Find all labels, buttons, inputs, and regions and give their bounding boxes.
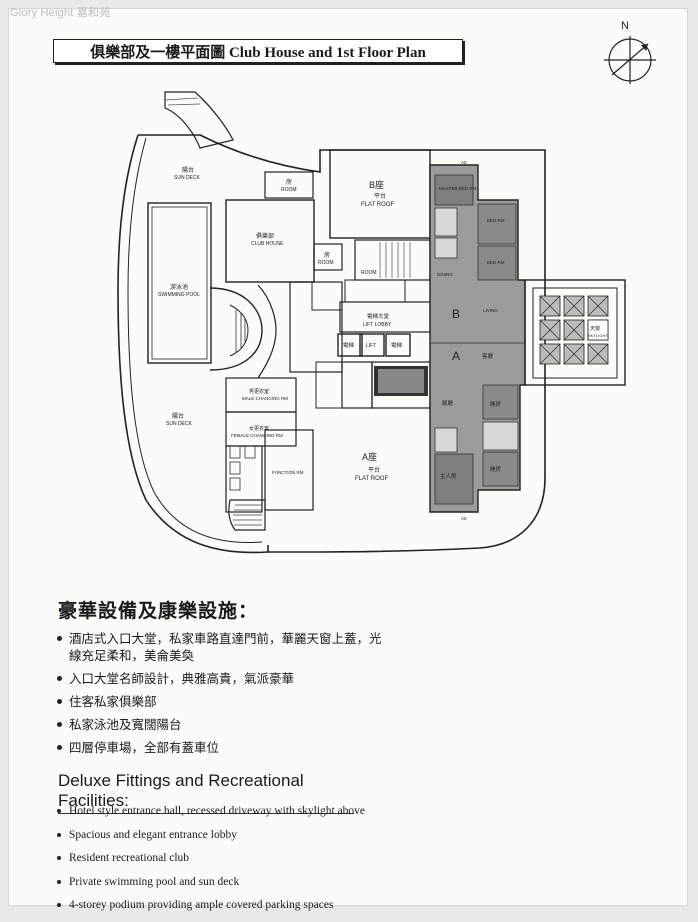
- pool-zh: 游泳池: [170, 283, 188, 291]
- brochure-page: [8, 8, 688, 906]
- flat-roof-b-zh: 平台: [374, 192, 386, 200]
- pool-en: SWIMMING POOL: [158, 292, 200, 298]
- a-dining-label: 飯廳: [442, 399, 454, 407]
- club-house-en: CLUB HOUSE: [251, 241, 284, 247]
- female-changing-zh: 女更衣室: [249, 425, 269, 432]
- list-item: Hotel style entrance hall, recessed driv…: [55, 804, 365, 818]
- skylight-en: SKYLIGHT: [588, 333, 608, 338]
- list-item: 入口大堂名師設計，典雅高貴，氣派豪華: [55, 670, 385, 687]
- sun-deck-top-en: SUN DECK: [174, 175, 201, 181]
- lift-1-label: 電梯: [343, 341, 355, 349]
- skylight-zh: 天窗: [590, 325, 600, 332]
- unit-tag-bottom: A6: [461, 516, 467, 521]
- compass-north-label: N: [621, 20, 629, 32]
- watermark-text: Glory Height 嘉和苑: [10, 7, 111, 19]
- flat-roof-a-en: FLAT ROOF: [355, 476, 388, 482]
- room-mid-zh: 房: [324, 251, 330, 259]
- a-bed-1-label: 睡房: [490, 400, 502, 408]
- a-master-label: 主人房: [440, 472, 457, 480]
- bed-rm-1-label: BED RM: [487, 218, 505, 223]
- room-top-zh: 房: [286, 178, 292, 186]
- block-a-letter: A: [452, 349, 460, 363]
- sun-deck-top-zh: 陽台: [182, 166, 194, 174]
- list-item: Spacious and elegant entrance lobby: [55, 828, 365, 842]
- flat-roof-b-en: FLAT ROOF: [361, 202, 394, 208]
- compass-icon: N: [604, 20, 656, 84]
- dining-label: DINING: [437, 272, 453, 277]
- room-top-en: ROOM: [281, 187, 297, 193]
- plan-title: 俱樂部及一樓平面圖 Club House and 1st Floor Plan: [90, 44, 426, 61]
- list-item: 四層停車場，全部有蓋車位: [55, 739, 385, 756]
- lift-2-label: LIFT: [366, 343, 376, 349]
- list-item: 私家泳池及寬闊陽台: [55, 716, 385, 733]
- lift-lobby-zh: 電梯大堂: [367, 312, 390, 320]
- list-item: Resident recreational club: [55, 851, 365, 865]
- male-changing-en: MALE CHANGING RM: [242, 396, 288, 401]
- facilities-en-list: Hotel style entrance hall, recessed driv…: [55, 804, 365, 922]
- room-lower-en: ROOM: [361, 270, 377, 276]
- facilities-zh-heading: 豪華設備及康樂設施：: [58, 600, 259, 622]
- sun-deck-bottom-en: SUN DECK: [166, 421, 193, 427]
- bed-rm-2-label: BED RM: [487, 260, 505, 265]
- block-b-label: B座: [369, 179, 384, 190]
- female-changing-en: FEMALE CHANGING RM: [231, 433, 283, 438]
- master-bed-label: MASTER BED RM: [439, 186, 477, 191]
- facilities-en-heading: Deluxe Fittings and Recreational Facilit…: [58, 771, 354, 814]
- male-changing-zh: 男更衣室: [249, 388, 269, 395]
- plan-title-box: 俱樂部及一樓平面圖 Club House and 1st Floor Plan: [53, 39, 463, 63]
- block-a-label: A座: [362, 451, 377, 462]
- list-item: 4-storey podium providing ample covered …: [55, 898, 365, 912]
- unit-tag-top: A5: [461, 160, 467, 165]
- function-rm-label: FUNCTION RM: [272, 470, 304, 475]
- list-item: 酒店式入口大堂，私家車路直達門前，華麗天窗上蓋，光線充足柔和，美侖美奐: [55, 630, 385, 664]
- block-b-letter: B: [452, 307, 460, 321]
- a-bed-2-label: 睡房: [490, 465, 502, 473]
- a-living-label: 客廳: [482, 352, 494, 360]
- room-mid-en: ROOM: [318, 260, 334, 266]
- lift-3-label: 電梯: [391, 341, 403, 349]
- club-house-zh: 俱樂部: [256, 232, 274, 240]
- lift-lobby-en: LIFT LOBBY: [363, 322, 392, 328]
- list-item: Private swimming pool and sun deck: [55, 875, 365, 889]
- facilities-zh-list: 酒店式入口大堂，私家車路直達門前，華麗天窗上蓋，光線充足柔和，美侖美奐 入口大堂…: [55, 630, 385, 762]
- flat-roof-a-zh: 平台: [368, 466, 380, 474]
- living-label: LIVING: [483, 308, 498, 313]
- sun-deck-bottom-zh: 陽台: [172, 412, 184, 420]
- list-item: 住客私家俱樂部: [55, 693, 385, 710]
